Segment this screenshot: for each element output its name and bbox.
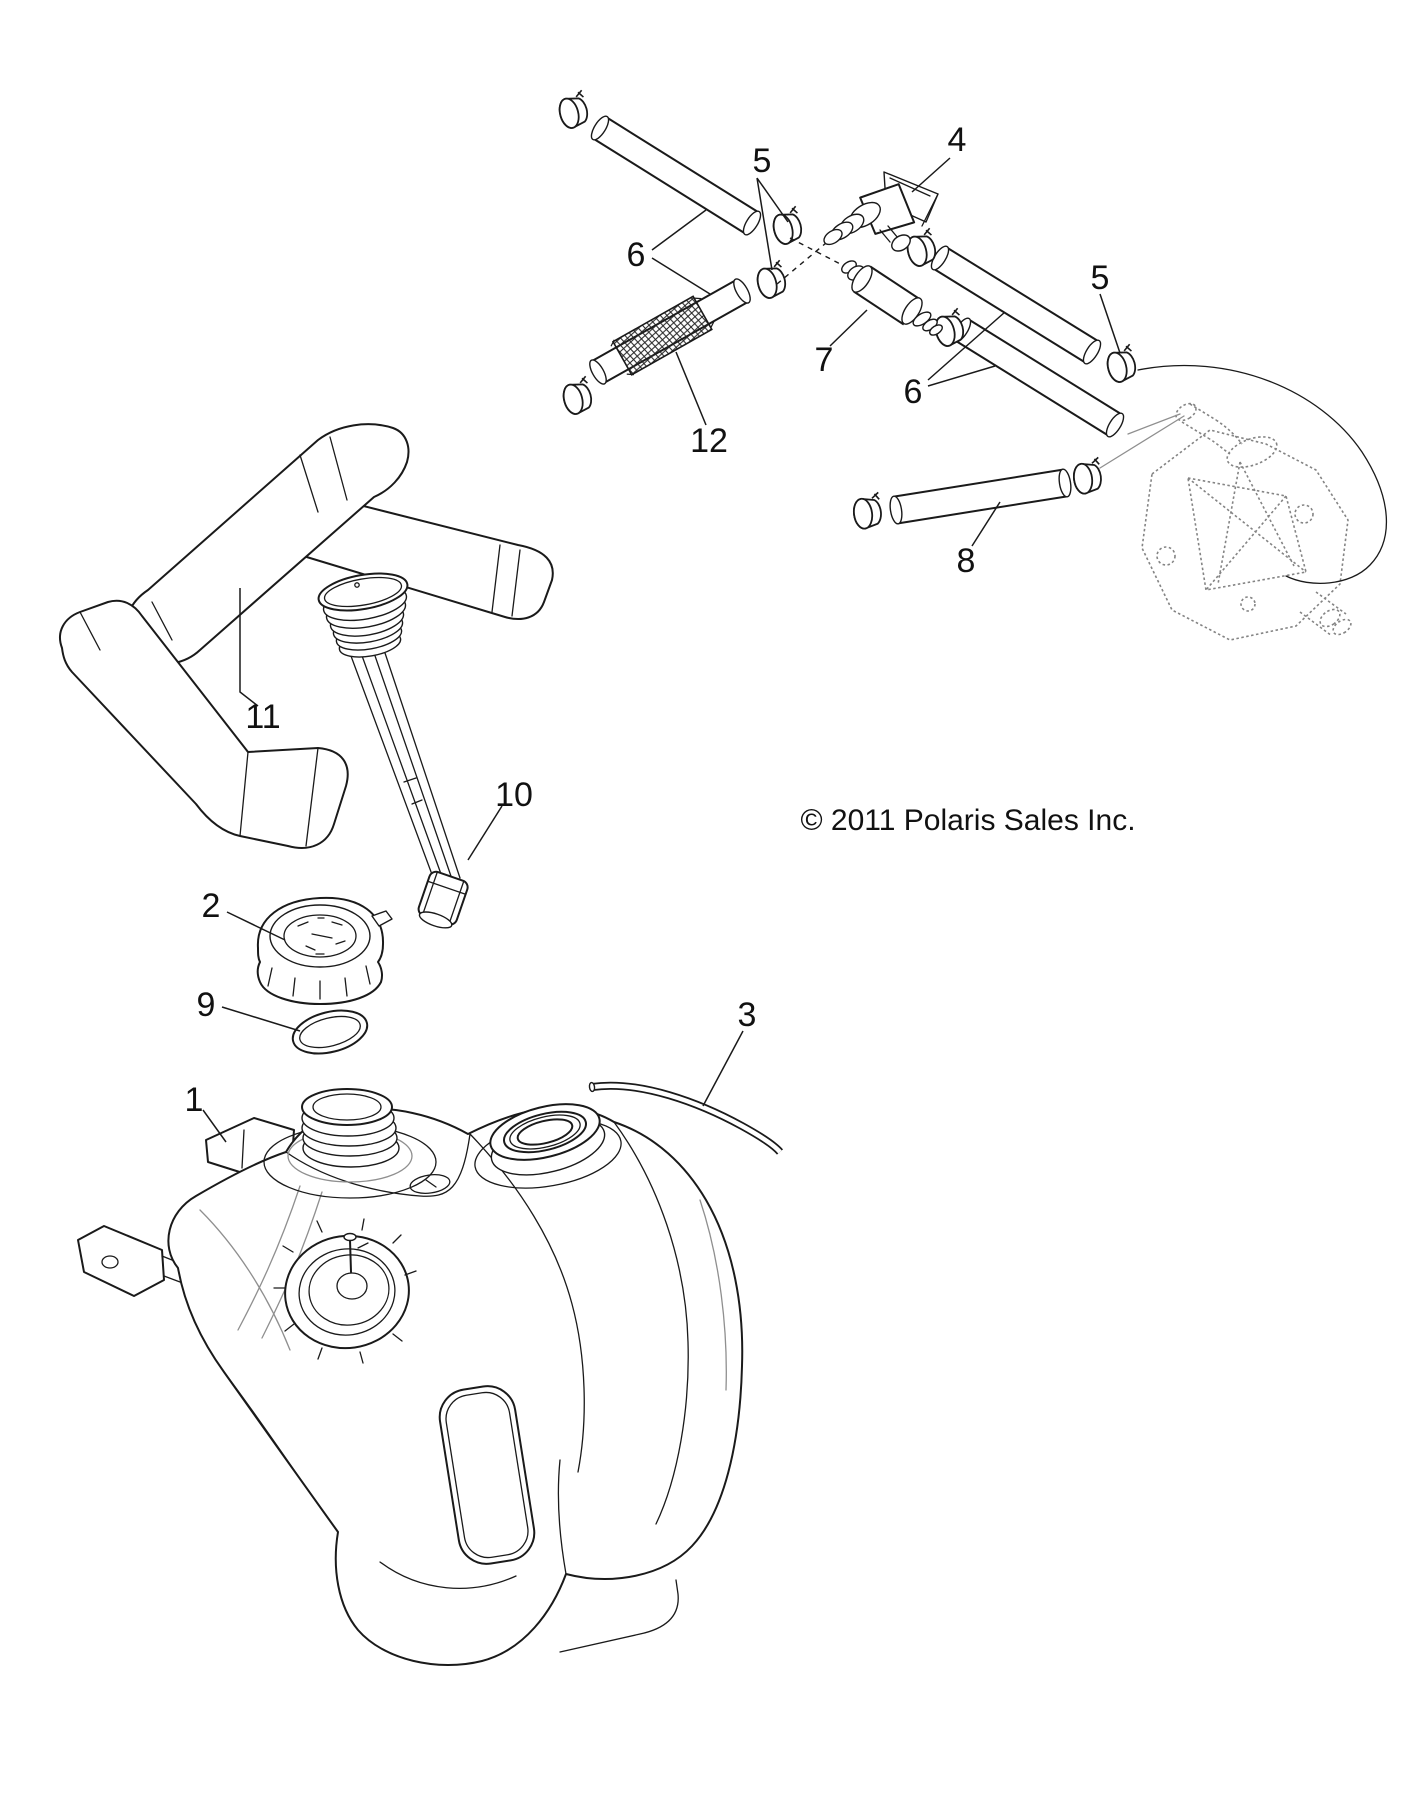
fuel-line-lower — [889, 468, 1072, 525]
o-ring — [291, 1009, 369, 1055]
callout-5-right: 5 — [1091, 259, 1110, 297]
tank-side-recess — [438, 1385, 536, 1565]
fuel-line-upper-left — [590, 115, 762, 236]
fuel-line-right-lower — [952, 317, 1125, 438]
callout-8: 8 — [957, 542, 976, 580]
callout-9: 9 — [197, 986, 216, 1024]
callout-6-right: 6 — [904, 373, 923, 411]
copyright-text: © 2011 Polaris Sales Inc. — [800, 804, 1135, 837]
callout-10: 10 — [495, 776, 533, 814]
fuel-cap — [256, 896, 393, 1005]
callout-numbers: 4 5 5 6 6 7 8 12 11 10 2 9 1 3 — [185, 121, 1110, 1119]
inline-fuel-filter — [841, 260, 943, 336]
braided-sleeve — [610, 295, 715, 376]
callout-7: 7 — [815, 341, 834, 379]
pump-mounting-ring — [273, 1218, 417, 1364]
pump-boundary-curve — [1137, 364, 1387, 585]
foam-pad-upper — [125, 423, 554, 665]
callout-4: 4 — [948, 121, 967, 159]
sleeved-fuel-line — [589, 278, 751, 385]
leader-lines — [202, 157, 1121, 1143]
pump-alignment-lines — [1099, 413, 1185, 469]
vent-line — [588, 1081, 784, 1155]
callout-12: 12 — [690, 422, 728, 460]
fuel-shutoff-valve — [823, 171, 939, 252]
fuel-tank — [77, 1088, 744, 1667]
callout-11: 11 — [245, 698, 280, 736]
callout-1: 1 — [185, 1081, 204, 1119]
callout-2: 2 — [202, 887, 221, 925]
callout-6-left: 6 — [627, 236, 646, 274]
callout-5-center: 5 — [753, 142, 772, 180]
callout-3: 3 — [738, 996, 757, 1034]
fuel-gauge-dipstick — [317, 572, 469, 929]
foam-pad-lower — [59, 599, 349, 849]
fuel-pump-reference — [1141, 402, 1352, 641]
assembly-dashed-lines — [776, 237, 849, 285]
fuel-line-right-upper — [930, 245, 1102, 365]
